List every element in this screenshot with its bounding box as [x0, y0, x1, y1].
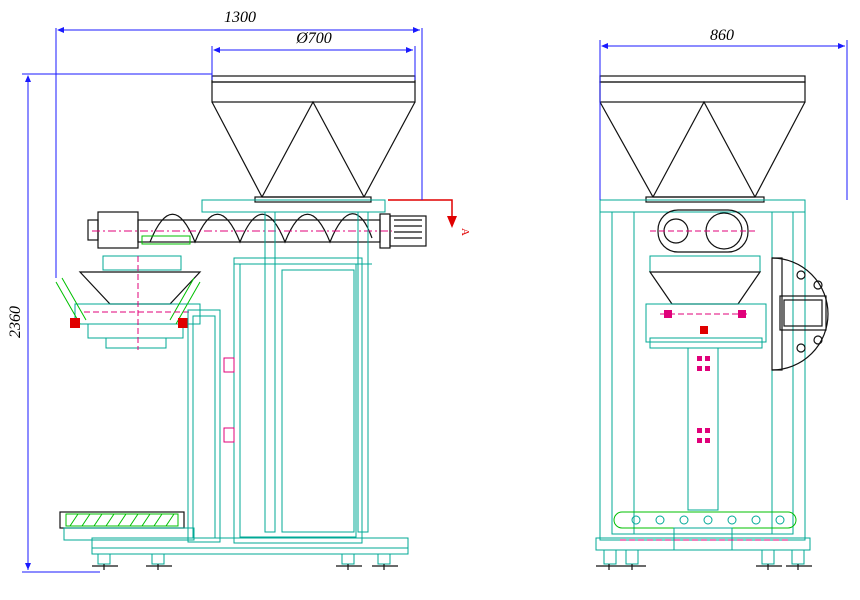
dimension-side-width: 860 [599, 27, 848, 200]
side-hopper [599, 75, 806, 203]
side-column [687, 347, 719, 511]
side-screw-section [650, 209, 756, 253]
section-marker-a: A [388, 199, 471, 236]
dimension-overall-height: 2360 [7, 73, 212, 573]
dimension-hopper-diameter: Ø700 [211, 30, 416, 80]
front-top-plate [201, 199, 386, 213]
section-marker-label: A [459, 228, 471, 236]
side-belt-conveyor [613, 511, 797, 551]
front-belt-conveyor [59, 511, 195, 541]
front-main-frame [233, 211, 372, 544]
dimension-side-width-label: 860 [710, 27, 734, 44]
side-view: 860 [595, 27, 848, 570]
front-view: A [7, 9, 471, 573]
front-hopper [211, 75, 416, 203]
front-weigh-hopper [55, 255, 202, 350]
front-column [187, 309, 235, 543]
front-screw-conveyor [87, 211, 427, 249]
side-weigh-hopper [645, 255, 767, 349]
front-base [91, 537, 409, 570]
side-base [595, 537, 812, 570]
side-control-panel [771, 257, 829, 371]
dimension-overall-width-label: 1300 [224, 9, 256, 26]
dimension-hopper-diameter-label: Ø700 [295, 30, 332, 47]
dimension-overall-width: 1300 [55, 9, 423, 278]
dimension-overall-height-label: 2360 [7, 306, 24, 338]
